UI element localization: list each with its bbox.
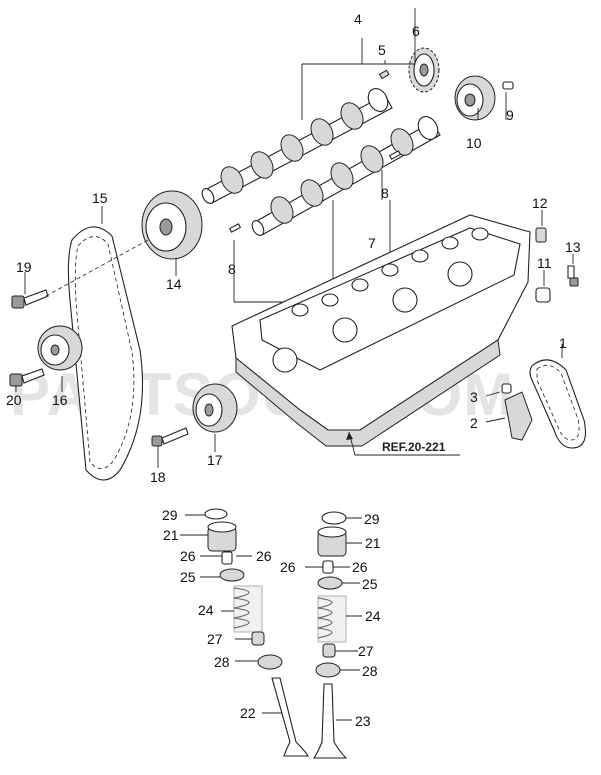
callout-1: 1	[559, 335, 567, 351]
valve-spring-right[interactable]	[317, 595, 347, 643]
callout-23: 23	[355, 713, 371, 729]
cylinder-head[interactable]	[231, 214, 531, 447]
callout-7: 7	[368, 235, 376, 251]
callout-27a: 27	[207, 631, 223, 647]
callout-27b: 27	[358, 643, 374, 659]
plug-12[interactable]	[535, 227, 547, 243]
callout-29b: 29	[364, 511, 380, 527]
callout-4: 4	[354, 11, 362, 27]
callout-6: 6	[412, 23, 420, 39]
ref-arrow	[346, 432, 353, 440]
callout-26c: 26	[280, 559, 296, 575]
exhaust-valve[interactable]	[312, 683, 348, 759]
cam-gear[interactable]	[141, 190, 203, 260]
callout-26a: 26	[180, 548, 196, 564]
callout-15: 15	[92, 190, 108, 206]
callout-17: 17	[207, 452, 223, 468]
intake-valve[interactable]	[271, 677, 309, 757]
timing-chain[interactable]	[529, 359, 587, 449]
valve-spring-left[interactable]	[233, 585, 263, 633]
valve-keeper-left[interactable]	[221, 551, 233, 565]
callout-28b: 28	[362, 663, 378, 679]
callout-18: 18	[150, 469, 166, 485]
callout-12: 12	[532, 195, 548, 211]
valve-lifter-left[interactable]	[207, 521, 237, 552]
callout-19: 19	[16, 259, 32, 275]
dowel-pin[interactable]	[228, 223, 242, 233]
woodruff-key[interactable]	[378, 69, 390, 80]
callout-21b: 21	[365, 535, 381, 551]
callout-3: 3	[470, 389, 478, 405]
valve-keeper-right[interactable]	[322, 560, 334, 574]
callout-5: 5	[378, 42, 386, 58]
camshaft-sprocket[interactable]	[408, 47, 440, 93]
callout-29a: 29	[162, 507, 178, 523]
callout-8b: 8	[228, 261, 236, 277]
callout-20: 20	[6, 392, 22, 408]
callout-24b: 24	[365, 608, 381, 624]
callout-labels: 1 2 3 4 5 6 7 8 8 9 10 11 12 13 14 15 16…	[6, 11, 581, 729]
bolt-19[interactable]	[11, 289, 49, 309]
callout-13: 13	[565, 239, 581, 255]
spring-retainer-right[interactable]	[317, 576, 343, 590]
tensioner-pulley[interactable]	[192, 383, 238, 433]
phaser-bolt[interactable]	[502, 81, 514, 90]
callout-16: 16	[52, 392, 68, 408]
callout-10: 10	[466, 135, 482, 151]
valve-seal-right[interactable]	[322, 643, 336, 658]
callout-25a: 25	[180, 569, 196, 585]
cam-phaser[interactable]	[454, 75, 496, 121]
bolt-20[interactable]	[9, 368, 45, 387]
callout-8a: 8	[381, 185, 389, 201]
valve-shim-right[interactable]	[321, 511, 347, 525]
bolt-13[interactable]	[567, 265, 579, 287]
callout-26b: 26	[256, 548, 272, 564]
callout-2: 2	[470, 415, 478, 431]
callout-21a: 21	[163, 527, 179, 543]
valve-lifter-right[interactable]	[317, 526, 347, 557]
callout-26d: 26	[352, 559, 368, 575]
callout-28a: 28	[214, 654, 230, 670]
spring-seat-right[interactable]	[315, 662, 341, 678]
camshaft-intake[interactable]	[200, 85, 393, 205]
valve-seal-left[interactable]	[251, 631, 265, 646]
reference-label[interactable]: REF.20-221	[382, 440, 446, 454]
dowel-pin[interactable]	[388, 150, 402, 160]
spring-retainer-left[interactable]	[219, 568, 245, 582]
callout-22: 22	[240, 705, 256, 721]
callout-14: 14	[166, 276, 182, 292]
spring-seat-left[interactable]	[257, 654, 283, 670]
chain-tensioner[interactable]	[501, 383, 533, 441]
timing-belt[interactable]	[67, 226, 144, 481]
bolt-18[interactable]	[151, 427, 189, 447]
callout-24a: 24	[198, 602, 214, 618]
callout-25b: 25	[362, 576, 378, 592]
callout-9: 9	[506, 107, 514, 123]
idler-pulley[interactable]	[37, 325, 83, 371]
camshaft-exhaust[interactable]	[250, 113, 442, 237]
sensor-11[interactable]	[535, 287, 551, 303]
callout-11: 11	[537, 255, 552, 271]
valve-shim-left[interactable]	[204, 508, 228, 520]
